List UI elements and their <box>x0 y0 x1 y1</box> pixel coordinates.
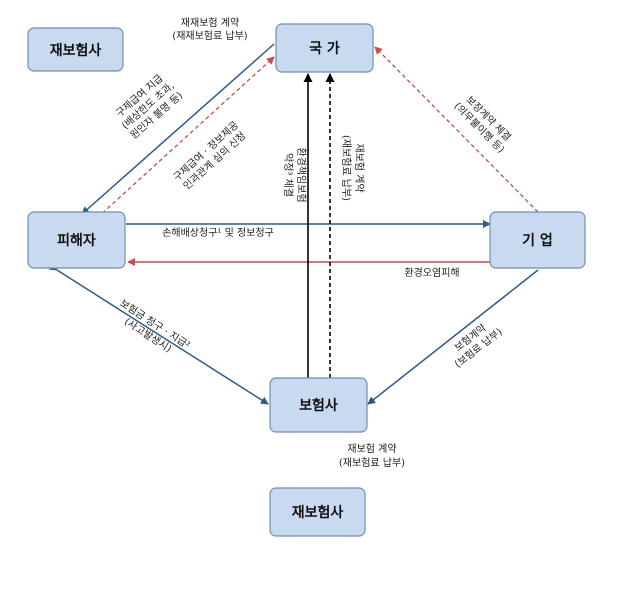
label-env-ins-1: 환경책임보험 <box>295 147 308 202</box>
label-relief-app: 구제급여 · 정보제공 인과관계 심의 신청 <box>171 119 248 192</box>
node-reinsurer-top-label: 재보험사 <box>50 42 102 59</box>
arrow-company-to-insurer <box>367 269 539 405</box>
arrow-company-to-state <box>374 46 539 213</box>
label-env-ins-2: 약정³ 체결 <box>282 153 294 197</box>
label-guarantee: 보장계약 체결 (의무불이행 등) <box>452 94 514 156</box>
node-state: 국 가 <box>275 23 374 73</box>
label-reins-top-2: (재재보험료 납부) <box>172 30 247 42</box>
node-insurer: 보험사 <box>269 377 368 433</box>
node-company-label: 기 업 <box>522 233 553 249</box>
arrow-victim-insurer <box>48 262 269 405</box>
node-insurer-label: 보험사 <box>299 397 338 414</box>
label-pollution: 환경오염피해 <box>404 266 459 279</box>
arrow-victim-to-state <box>96 56 275 219</box>
label-reins-bottom-1: 재보험 계약 <box>347 443 396 455</box>
label-relief-pay: 구제급여 지급 (배상한도 초과, 원인자 불명 등) <box>114 72 186 141</box>
label-reins-bottom-2: (재보험료 납부) <box>339 457 405 469</box>
arrow-state-to-victim <box>81 43 275 215</box>
label-env-ins: 환경책임보험 약정³ 체결 <box>282 147 308 202</box>
node-reinsurer-bottom-label: 재보험사 <box>292 504 344 521</box>
node-reinsurer-bottom: 재보험사 <box>269 487 366 537</box>
node-victim-label: 피해자 <box>57 233 96 249</box>
node-reinsurer-top: 재보험사 <box>27 27 124 72</box>
node-company: 기 업 <box>489 211 586 269</box>
label-reins-top-1: 재재보험 계약 <box>181 17 239 29</box>
node-state-label: 국 가 <box>309 41 340 57</box>
label-reins-contract-2: (재보험료 납부) <box>340 135 352 201</box>
label-ins-contract: 보험계약 (보험료 납부) <box>452 322 504 371</box>
label-reins-contract-1: 재보험 계약 <box>353 143 365 192</box>
label-damage-claim: 손해배상청구¹ 및 정보청구 <box>162 226 274 239</box>
label-reins-contract: 재보험 계약 (재보험료 납부) <box>340 135 365 201</box>
node-victim: 피해자 <box>27 211 126 269</box>
